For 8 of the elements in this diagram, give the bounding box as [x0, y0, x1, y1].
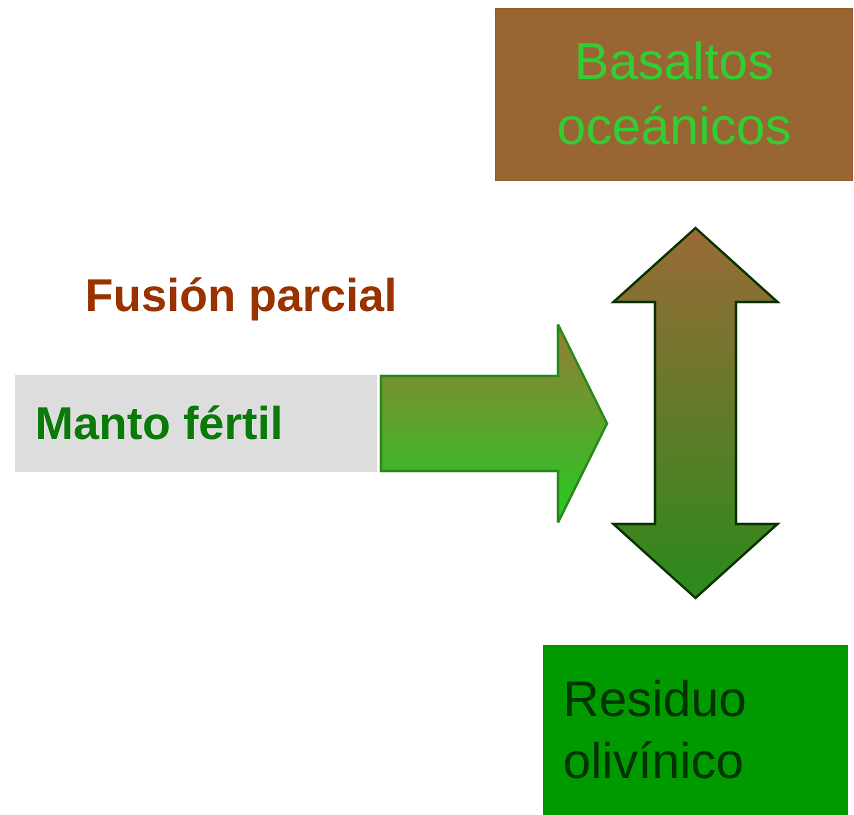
process-box	[15, 375, 377, 472]
node-label: Manto fértil	[35, 396, 283, 451]
node-label: Residuo olivínico	[563, 670, 748, 791]
block-arrow	[610, 226, 781, 600]
node-label: Basaltos oceánicos	[556, 32, 792, 158]
block-arrow	[380, 323, 608, 524]
process-box	[543, 645, 848, 815]
process-box	[495, 8, 853, 181]
